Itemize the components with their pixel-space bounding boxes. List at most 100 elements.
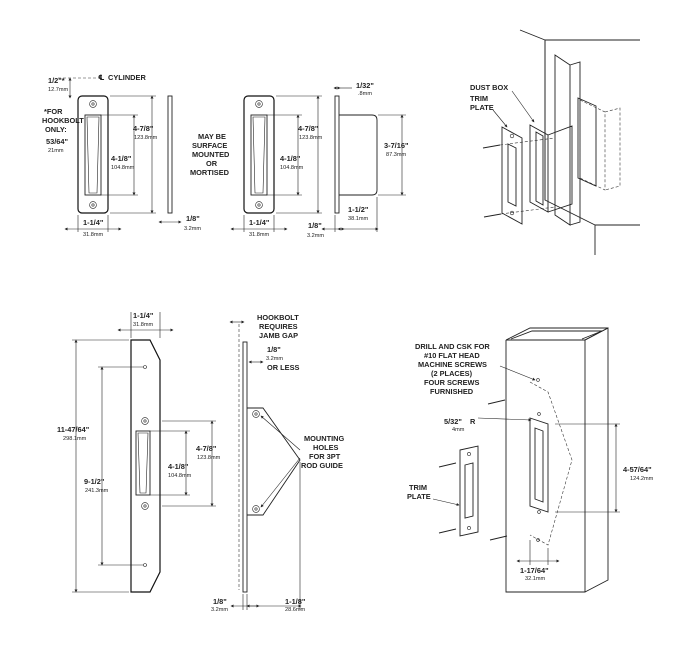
height-inch: 4-7/8"	[133, 124, 154, 133]
gap-less-inch: 1/8"	[267, 345, 281, 354]
side-thickness-mm: 3.2mm	[211, 607, 228, 613]
plate-profile-2	[334, 95, 340, 214]
long-width-mm: 31.8mm	[133, 322, 154, 328]
mount-label-1: MOUNTING	[304, 434, 344, 443]
radius-inch: 5/32"	[444, 417, 462, 426]
note-1: MAY BE	[198, 132, 226, 141]
screw-bottom	[483, 213, 502, 218]
drill-label-5: FOUR SCREWS	[424, 378, 480, 387]
long-plate-outline	[130, 339, 161, 593]
trim-plate-iso	[501, 126, 523, 225]
screw-hole-top	[89, 100, 97, 108]
tube-screw-3	[487, 399, 506, 405]
hookbolt-label-3: JAMB GAP	[259, 331, 298, 340]
box-height-inch: 3-7/16"	[384, 141, 409, 150]
long-height-mm: 123.8mm	[197, 455, 221, 461]
bolt-slot-2	[250, 114, 268, 196]
tube-height-inch: 4-57/64"	[623, 465, 652, 474]
gap-less-mm: 3.2mm	[266, 356, 283, 362]
long-slot-mm: 104.8mm	[168, 473, 192, 479]
width-mm-2: 31.8mm	[249, 232, 270, 238]
screw-top	[482, 144, 501, 149]
long-height-inch: 4-7/8"	[196, 444, 217, 453]
thickness-mm-2: 3.2mm	[307, 233, 324, 239]
thickness-inch: 1/8"	[186, 214, 200, 223]
note-5: MORTISED	[190, 168, 230, 177]
box-depth-mm: 38.1mm	[348, 216, 369, 222]
slot-mm: 104.8mm	[111, 165, 135, 171]
note-line3: ONLY:	[45, 125, 67, 134]
tube-trim-label-1: TRIM	[409, 483, 427, 492]
tube-top	[505, 327, 609, 341]
tube-side	[584, 327, 609, 593]
mount-label-2: HOLES	[313, 443, 339, 452]
drill-label-6: FURNISHED	[430, 387, 474, 396]
rod-guide-profile	[247, 407, 301, 516]
mount-label-4: ROD GUIDE	[301, 461, 343, 470]
note-line1: *FOR	[44, 107, 63, 116]
plate-side-profile	[167, 95, 173, 214]
tube-front	[505, 340, 586, 593]
mount-label-3: FOR 3PT	[309, 452, 341, 461]
trim-label-1: TRIM	[470, 94, 488, 103]
tube-screw-1	[438, 462, 457, 468]
note-line2: HOOKBOLT	[42, 116, 84, 125]
screw-hole-bottom	[89, 201, 97, 209]
screw-hole-bottom-center	[91, 203, 95, 207]
note-4: OR	[206, 159, 218, 168]
total-inch: 11-47/64"	[57, 425, 90, 434]
cl-symbol: ℄	[98, 73, 105, 82]
half-inch-label: 1/2"*	[48, 76, 65, 85]
radius-mm: 4mm	[452, 427, 465, 433]
screw-hole-top-center	[91, 102, 95, 106]
hookbolt-label-1: HOOKBOLT	[257, 313, 299, 322]
drill-label-2: #10 FLAT HEAD	[424, 351, 480, 360]
height-mm-2: 123.8mm	[299, 135, 323, 141]
long-plate-profile	[242, 341, 248, 593]
tube-cutout	[529, 417, 549, 513]
view-isometric-tube: DRILL AND CSK FOR #10 FLAT HEAD MACHINE …	[407, 327, 654, 593]
tube-trim-plate	[459, 445, 479, 537]
side-depth-mm: 28.6mm	[285, 607, 306, 613]
holes-mm: 241.3mm	[85, 488, 109, 494]
drill-label-4: (2 PLACES)	[431, 369, 473, 378]
view-with-dust-box: MAY BE SURFACE MOUNTED OR MORTISED 4-7/8…	[190, 81, 409, 239]
total-mm: 298.1mm	[63, 436, 87, 442]
drill-label-1: DRILL AND CSK FOR	[415, 342, 490, 351]
width-inch: 1-1/4"	[83, 218, 104, 227]
slot-inch-2: 4-1/8"	[280, 154, 301, 163]
trim-plate-outline-2	[243, 95, 275, 214]
hookbolt-label-2: REQUIRES	[259, 322, 298, 331]
dust-box-profile	[339, 114, 378, 196]
height-inch-2: 4-7/8"	[298, 124, 319, 133]
tube-screw-4	[489, 535, 508, 541]
long-slot	[135, 430, 151, 496]
thickness-mm: 3.2mm	[184, 226, 201, 232]
width-inch-2: 1-1/4"	[249, 218, 270, 227]
gap-less-note: OR LESS	[267, 363, 300, 372]
gap-mm: .8mm	[358, 91, 372, 97]
note-3: MOUNTED	[192, 150, 230, 159]
dust-box-iso	[577, 97, 597, 187]
long-slot-inch: 4-1/8"	[168, 462, 189, 471]
tube-width-mm: 32.1mm	[525, 576, 546, 582]
drill-label-3: MACHINE SCREWS	[418, 360, 487, 369]
view-isometric-jamb: DUST BOX TRIM PLATE	[470, 29, 640, 255]
dust-box-label: DUST BOX	[470, 83, 508, 92]
jamb-face	[554, 54, 571, 226]
view-long-strike-side: HOOKBOLT REQUIRES JAMB GAP 1/8" 3.2mm OR…	[211, 313, 344, 613]
tube-screw-2	[438, 528, 457, 534]
bolt-slot	[84, 114, 102, 196]
mount-hole-bottom	[252, 505, 260, 513]
side-thickness-inch: 1/8"	[213, 597, 227, 606]
height-mm: 123.8mm	[134, 135, 158, 141]
half-mm-label: 12.7mm	[48, 87, 69, 93]
trim-plate-outline	[77, 95, 109, 214]
note-inch: 53/64"	[46, 137, 68, 146]
mount-hole-top	[252, 410, 260, 418]
note-2: SURFACE	[192, 141, 227, 150]
view-trim-plate-front: ℄ CYLINDER 1/2"* 12.7mm *FOR HOOKBOLT ON…	[42, 73, 201, 238]
slot-inner	[86, 116, 100, 194]
thickness-inch-2: 1/8"	[308, 221, 322, 230]
long-width-inch: 1-1/4"	[133, 311, 154, 320]
